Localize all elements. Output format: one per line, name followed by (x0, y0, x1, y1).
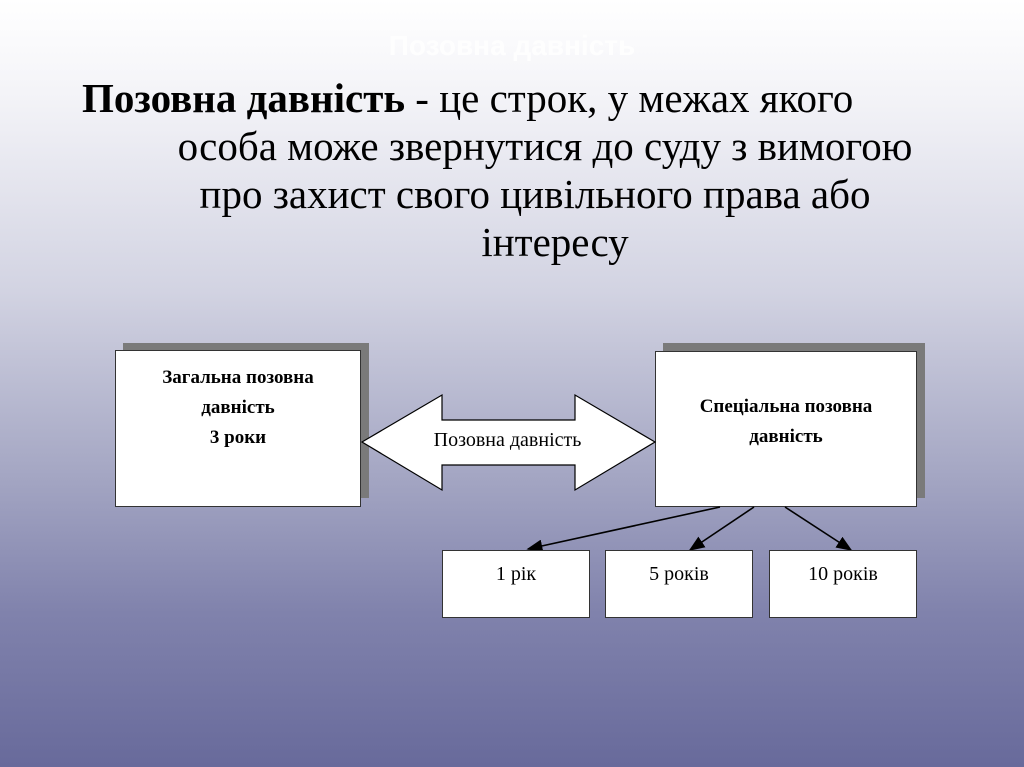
term-box-3: 10 років (769, 550, 917, 618)
general-line-3: 3 роки (209, 427, 267, 448)
general-line-2: давність (201, 397, 275, 418)
special-line-1: Спеціальна позовна (699, 396, 873, 417)
arrow-label: Позовна давність (433, 429, 582, 451)
special-limitation-box: Спеціальна позовна давність (655, 351, 917, 507)
definition-line-1-rest: - це строк, у межах якого (405, 75, 854, 121)
definition-line-3: про захист свого цивільного права або (199, 171, 871, 217)
connector-arrow-2 (688, 506, 755, 551)
term-box-1: 1 рік (442, 550, 590, 618)
special-line-2: давність (749, 426, 823, 447)
general-line-1: Загальна позовна (162, 367, 314, 388)
definition-text: Позовна давність - це строк, у межах яко… (60, 74, 970, 266)
connector-arrow-3 (784, 506, 853, 551)
term-box-2: 5 років (605, 550, 753, 618)
definition-line-2: особа може звернутися до суду з вимогою (177, 123, 913, 169)
slide-title: Позовна давність (388, 30, 636, 61)
definition-line-1: Позовна давність - це строк, у межах яко… (60, 74, 970, 122)
double-arrow (360, 393, 657, 492)
connector-arrow-1 (526, 506, 721, 553)
general-limitation-box: Загальна позовна давність 3 роки (115, 350, 361, 507)
definition-term: Позовна давність (82, 75, 406, 121)
definition-line-4: інтересу (481, 219, 629, 265)
